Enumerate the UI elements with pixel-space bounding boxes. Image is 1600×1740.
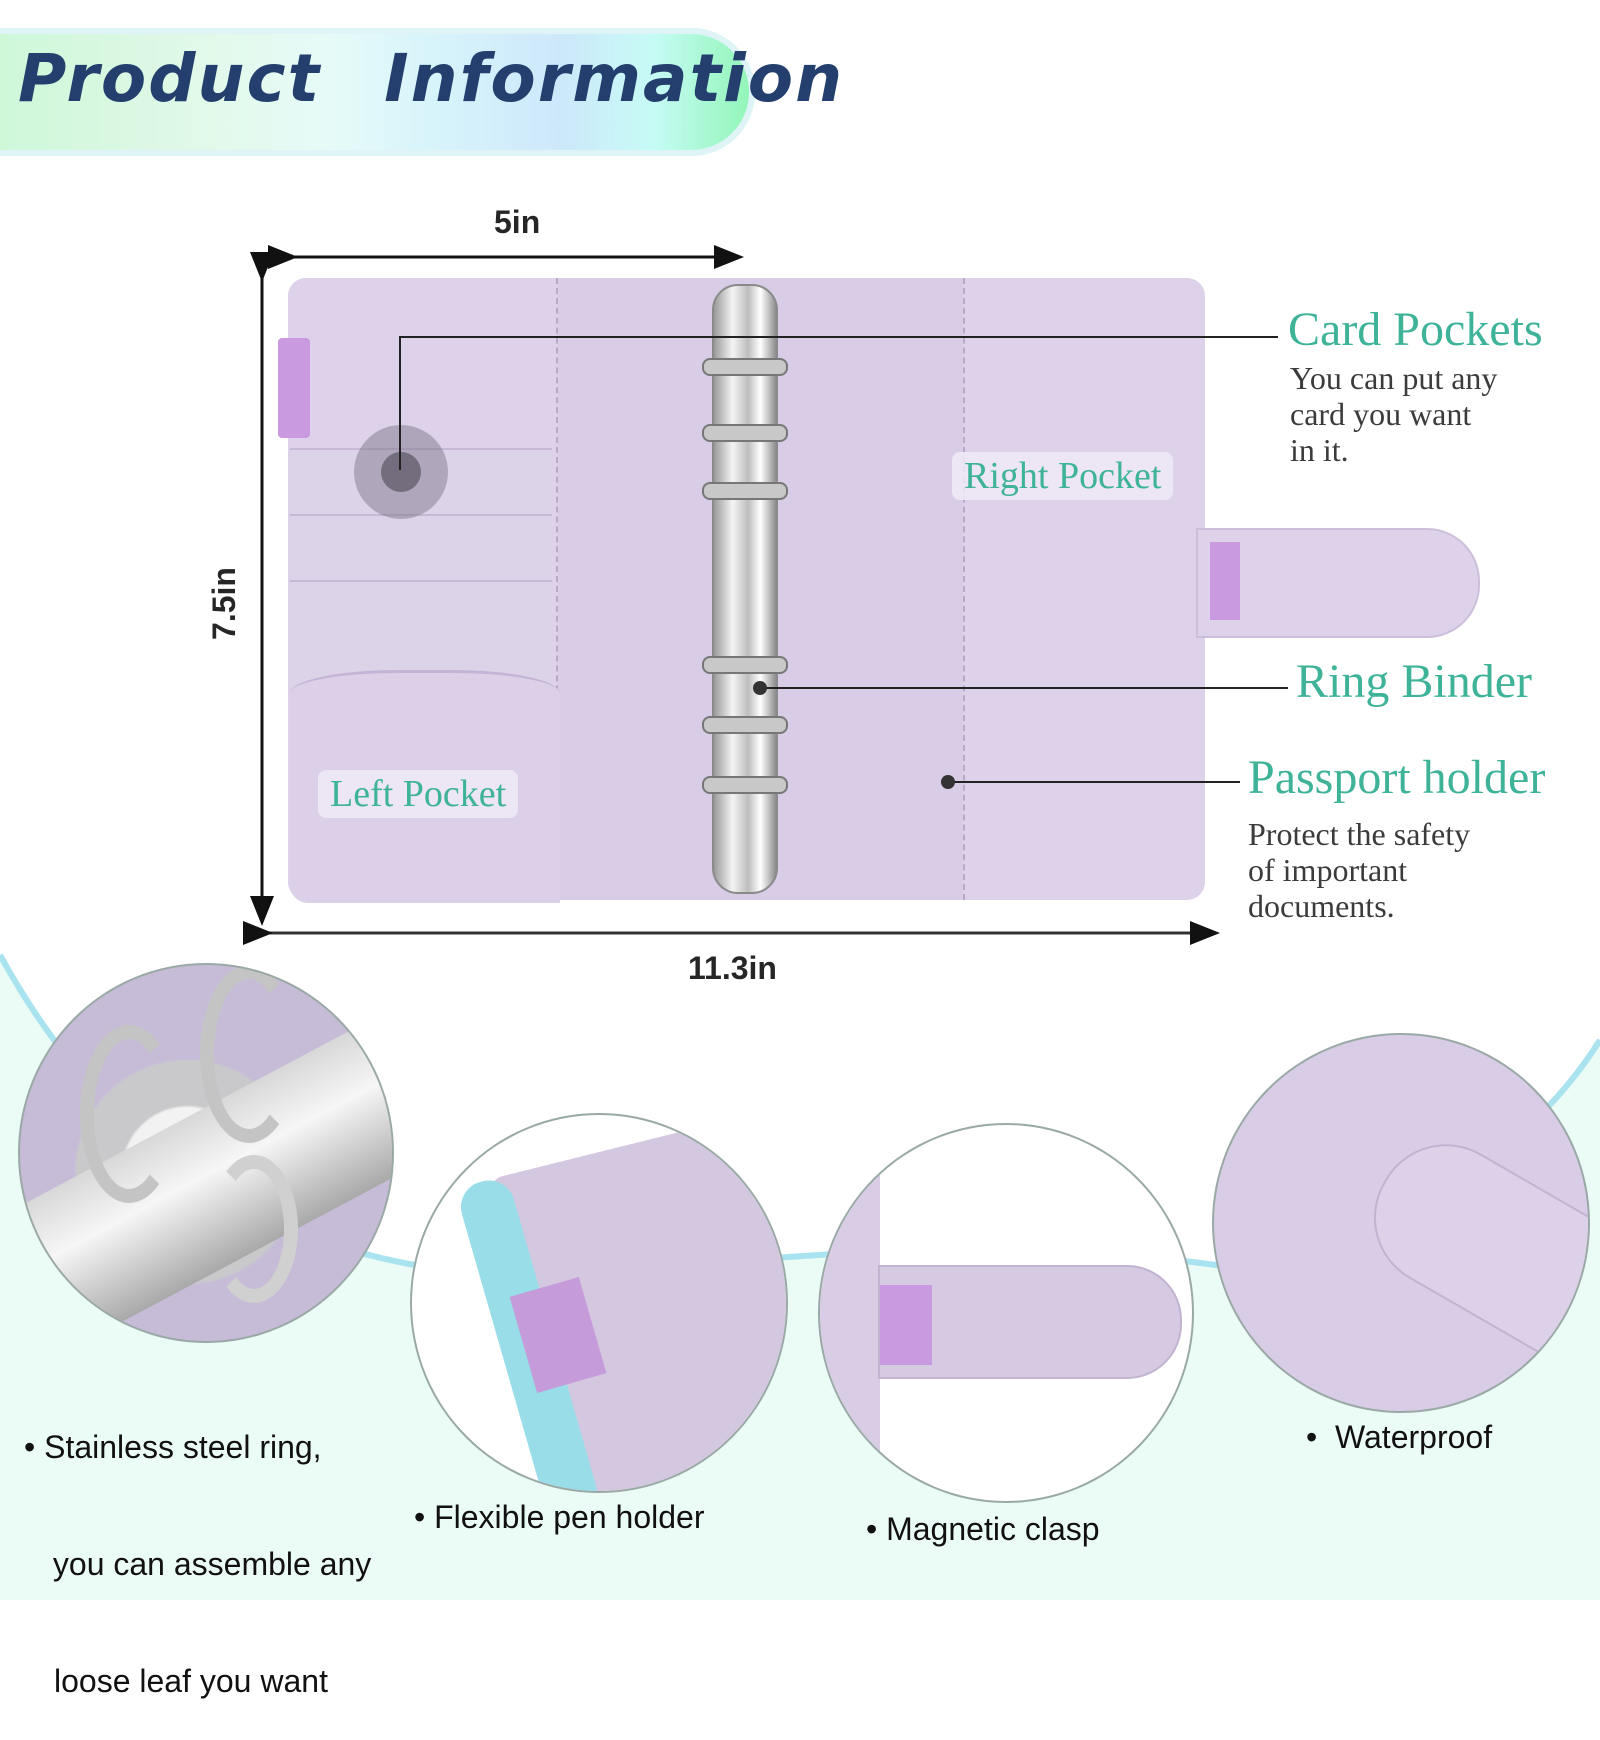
feature-steel-ring-label: • Stainless steel ring, you can assemble… [24, 1350, 371, 1740]
feature-line: • Stainless steel ring, [24, 1429, 322, 1465]
clasp-tab [1348, 1118, 1588, 1396]
ring-2 [702, 424, 788, 442]
desc-line: of important [1248, 852, 1408, 888]
dimension-arrows [243, 245, 1220, 945]
ring-binder-dot [753, 681, 767, 695]
ring-6 [702, 776, 788, 794]
feature-image-pen-holder [410, 1113, 788, 1493]
card-pockets-leader [399, 336, 1278, 470]
ring-3 [702, 482, 788, 500]
desc-line: You can put any [1290, 360, 1498, 396]
wave-fill [0, 955, 1600, 1600]
pen-loop-left [278, 338, 310, 438]
steel-ring-3 [210, 1155, 298, 1303]
right-pocket-panel [963, 278, 1205, 900]
magnetic-clasp-strap [1196, 528, 1480, 638]
binder-edge [820, 1125, 880, 1501]
steel-ring-1 [80, 1025, 178, 1203]
feature-line: loose leaf you want [54, 1663, 328, 1699]
feature-waterproof-label: • Waterproof [1306, 1419, 1493, 1455]
page-title: Product Information [18, 40, 845, 117]
feature-image-steel-ring [18, 963, 394, 1343]
passport-holder-desc: Protect the safety of important document… [1248, 816, 1470, 924]
callout-leader-lines [399, 336, 1288, 789]
feature-line: you can assemble any [44, 1546, 372, 1582]
passport-holder-title: Passport holder [1248, 751, 1546, 804]
ring-5 [702, 716, 788, 734]
clasp-elastic [880, 1285, 932, 1365]
pen-loop-right [1210, 542, 1240, 620]
ring-4 [702, 656, 788, 674]
desc-line: card you want [1290, 396, 1472, 432]
binder-product-image: Left Pocket Right Pocket [278, 270, 1480, 910]
card-pockets-desc: You can put any card you want in it. [1290, 360, 1497, 468]
ring-1 [702, 358, 788, 376]
card-slot-1 [290, 448, 552, 520]
title-banner [0, 28, 755, 156]
desc-line: documents. [1248, 888, 1395, 924]
feature-image-magnetic-clasp [818, 1123, 1194, 1503]
steel-ring-2 [200, 965, 298, 1143]
card-pockets-title: Card Pockets [1288, 303, 1543, 356]
width-label: 5in [494, 204, 541, 240]
feature-image-waterproof [1212, 1033, 1590, 1413]
left-pocket-label: Left Pocket [318, 770, 519, 818]
ring-binder-title: Ring Binder [1296, 655, 1532, 708]
feature-pen-holder-label: • Flexible pen holder [414, 1499, 705, 1535]
card-slot-2 [290, 514, 552, 586]
passport-holder-dot [941, 775, 955, 789]
total-width-label: 11.3in [688, 950, 777, 986]
right-pocket-label: Right Pocket [952, 452, 1174, 500]
desc-line: in it. [1290, 432, 1349, 468]
feature-magnetic-clasp-label: • Magnetic clasp [866, 1511, 1100, 1547]
desc-line: Protect the safety [1248, 816, 1471, 852]
